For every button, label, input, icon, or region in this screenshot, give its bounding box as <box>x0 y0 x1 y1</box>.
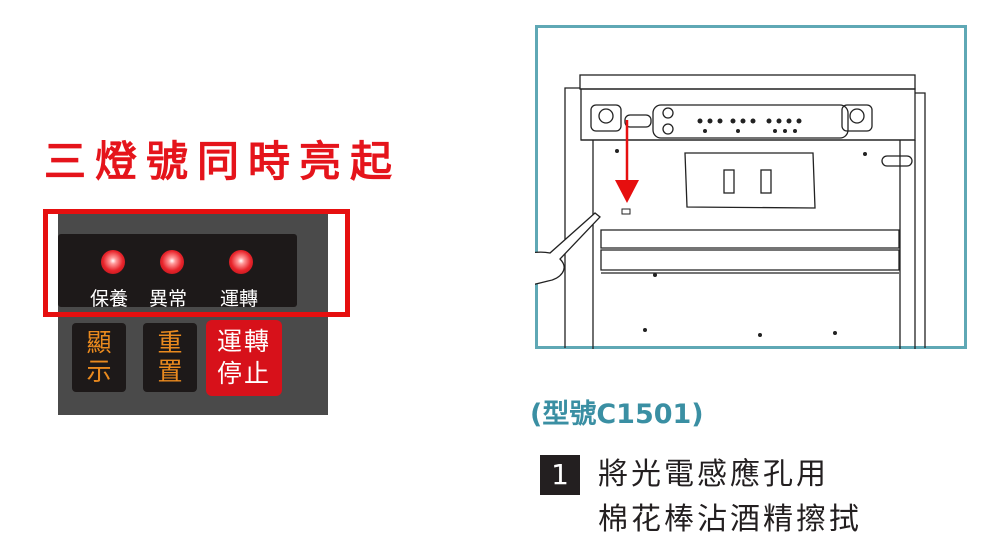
highlight-box <box>43 209 350 317</box>
step-text-line-2: 棉花棒沾酒精擦拭 <box>598 502 862 537</box>
model-label: (型號C1501) <box>530 399 704 430</box>
step-text-line-1: 將光電感應孔用 <box>598 457 829 492</box>
display-button-label-2: 示 <box>86 357 112 386</box>
led-label-running: 運轉 <box>220 288 259 310</box>
reset-button[interactable]: 重 置 <box>143 323 197 392</box>
hand-with-swab <box>535 212 601 285</box>
arrow-head <box>615 180 639 203</box>
display-button-label-1: 顯 <box>86 328 112 357</box>
reset-button-label-2: 置 <box>157 357 183 386</box>
step-number-badge: 1 <box>540 455 580 495</box>
display-button[interactable]: 顯 示 <box>72 323 126 392</box>
led-error <box>160 250 184 274</box>
indicator-dots <box>615 118 867 337</box>
cabinet-illustration <box>535 25 967 349</box>
stop-button-label-2: 停止 <box>216 359 271 388</box>
cabinet-drawing <box>564 74 926 349</box>
reset-button-label-1: 重 <box>157 328 183 357</box>
sensor-hole <box>621 208 631 215</box>
led-label-error: 異常 <box>149 288 188 310</box>
stop-button-label-1: 運轉 <box>216 327 271 356</box>
led-label-maintenance: 保養 <box>90 288 129 310</box>
heading: 三燈號同時亮起 <box>44 137 402 186</box>
led-maintenance <box>101 250 125 274</box>
led-running <box>229 250 253 274</box>
stop-button[interactable]: 運轉 停止 <box>206 320 282 396</box>
illustration-frame <box>535 25 967 349</box>
